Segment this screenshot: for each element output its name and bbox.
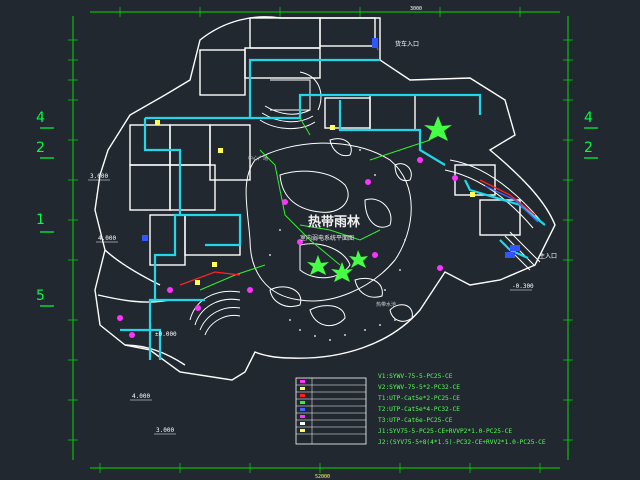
- legend-line: V2:SYWV-75-5*2-PC32-CE: [378, 384, 460, 391]
- level-mark: ±0.000: [155, 331, 177, 338]
- legend-line: T3:UTP-Cat6e-PC25-CE: [378, 417, 453, 424]
- bottom-dimension: 52000: [315, 474, 330, 480]
- label-north-entrance: 货车入口: [395, 40, 419, 48]
- level-leaders: [88, 179, 532, 435]
- plan-title: 热带雨林: [308, 214, 360, 230]
- legend-lines: V1:SYWV-75-5-PC25-CE V2:SYWV-75-5*2-PC32…: [378, 373, 546, 446]
- legend-table: [295, 377, 367, 445]
- plan-subtitle: 室内弱电系统平面图: [300, 234, 354, 242]
- label-plaza: 中心广场: [248, 155, 268, 162]
- axis-label: 1: [36, 212, 45, 228]
- palm-tree-symbols: [307, 116, 452, 282]
- legend-line: J1:SYV75-5-PC25-CE+RVVP2*1.0-PC25-CE: [378, 428, 512, 435]
- frame-ticks: [68, 7, 573, 473]
- garden-lake: [245, 138, 413, 326]
- axis-tick-marks-left: [40, 127, 54, 307]
- axis-label: 2: [584, 140, 593, 156]
- level-mark: 4.000: [98, 235, 116, 242]
- top-dimension: 3000: [410, 6, 422, 12]
- axis-label: 4: [584, 110, 593, 126]
- axis-tick-marks-right: [584, 127, 598, 159]
- level-mark: 3.000: [90, 173, 108, 180]
- level-mark: 3.000: [156, 427, 174, 434]
- legend-line: J2:(SYV75-5+8(4*1.5)-PC32-CE+RVV2*1.0-PC…: [378, 439, 546, 446]
- accent-cables: [179, 39, 539, 286]
- axis-markers-right: 4 2: [584, 110, 593, 156]
- legend-line: T1:UTP-Cat5e*2-PC25-CE: [378, 395, 460, 402]
- planting-hatch: [269, 149, 406, 341]
- axis-markers-left: 4 2 1 5: [36, 110, 45, 304]
- amphitheatre: [189, 71, 322, 336]
- axis-label: 5: [36, 288, 45, 304]
- device-symbols-yellow: [155, 120, 475, 285]
- label-lake: 热带水池: [376, 301, 396, 308]
- level-mark: 4.000: [132, 393, 150, 400]
- green-branch-lines: [199, 117, 431, 291]
- right-wing-detail: [444, 159, 541, 271]
- level-markers: 3.000 4.000 ±0.000 -0.300 4.000 3.000: [90, 173, 534, 434]
- legend-line: T2:UTP-Cat5e*4-PC32-CE: [378, 406, 460, 413]
- legend-line: V1:SYWV-75-5-PC25-CE: [378, 373, 453, 380]
- device-symbols-magenta: [117, 157, 458, 338]
- axis-label: 2: [36, 140, 45, 156]
- level-mark: -0.300: [512, 283, 534, 290]
- drawing-frame: [72, 11, 569, 469]
- cable-routes: [120, 58, 546, 360]
- axis-label: 4: [36, 110, 45, 126]
- label-main-entrance: 主入口: [539, 252, 557, 260]
- device-symbols-blue: [142, 38, 520, 258]
